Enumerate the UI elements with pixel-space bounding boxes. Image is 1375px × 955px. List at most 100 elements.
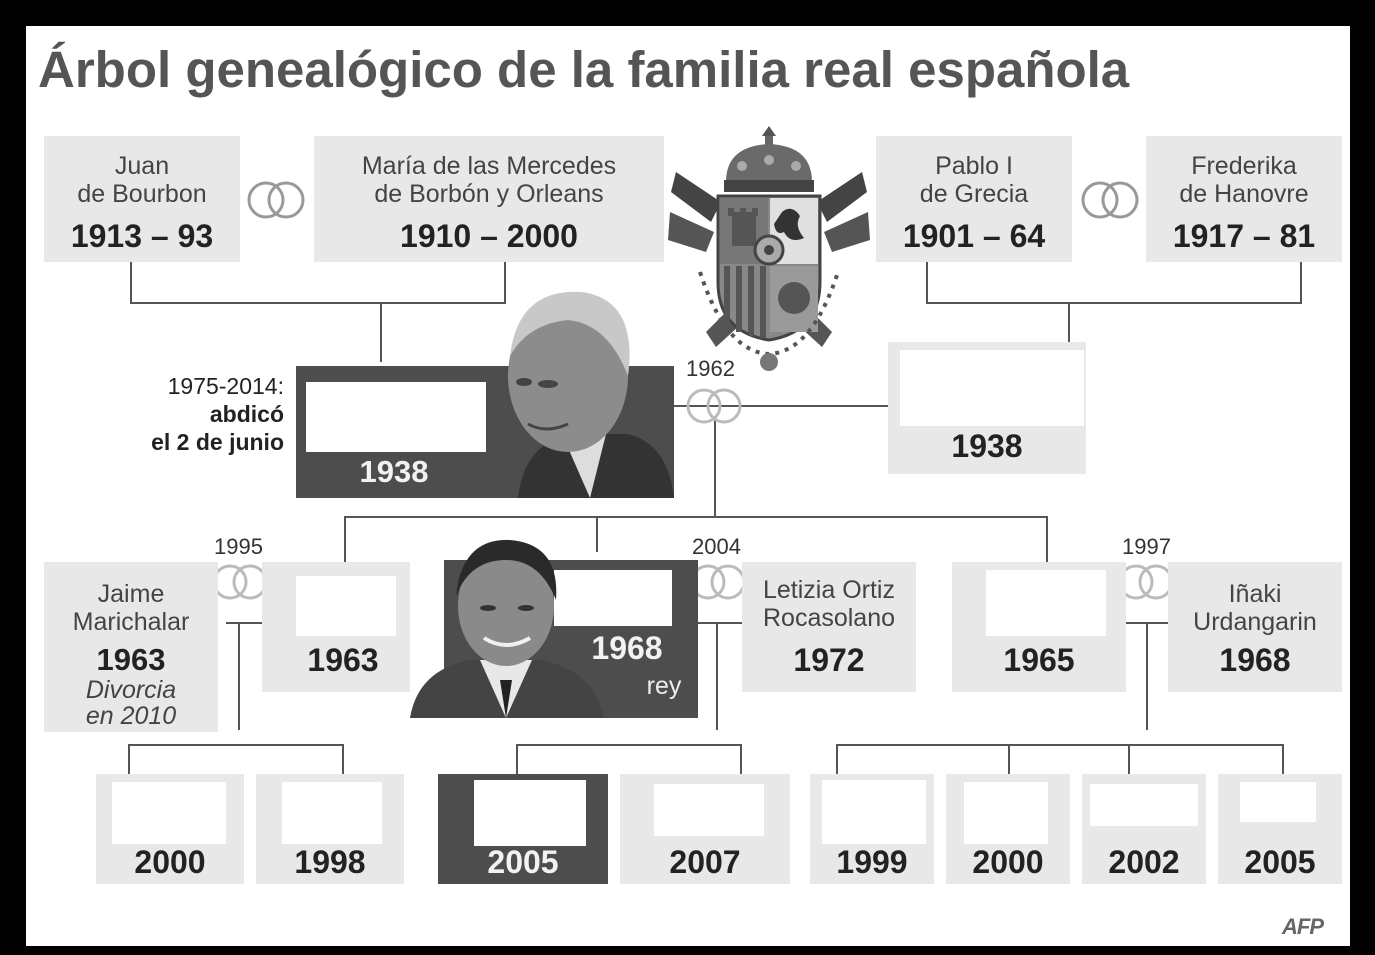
name-placeholder	[296, 576, 396, 636]
connector	[1046, 516, 1048, 562]
king-felipe-photo	[410, 539, 604, 718]
connector	[342, 744, 344, 774]
connector	[586, 405, 890, 407]
connector	[926, 258, 928, 304]
birth-year: 1998	[294, 844, 366, 880]
person-name: Urdangarin	[1193, 608, 1317, 636]
ancestor-name: Juan	[114, 152, 170, 180]
connector	[1008, 744, 1010, 774]
ancestor-box: Pablo I de Grecia 1901 – 64	[876, 136, 1072, 262]
ancestor-box: Frederika de Hanovre 1917 – 81	[1146, 136, 1342, 262]
birth-year: 1972	[793, 642, 865, 678]
marriage-year: 1997	[1122, 534, 1171, 559]
connector	[128, 744, 344, 746]
name-placeholder	[306, 382, 486, 452]
birth-year: 1965	[1003, 642, 1075, 678]
grandchild-box: 2000	[96, 774, 244, 884]
birth-year: 1999	[836, 844, 908, 880]
birth-year: 2002	[1108, 844, 1180, 880]
ancestor-name: de Grecia	[919, 180, 1029, 208]
connector	[226, 622, 262, 624]
grandchild-box: 2007	[620, 774, 790, 884]
coat-of-arms-icon	[668, 126, 870, 371]
reign-label: 1975-2014:	[167, 373, 284, 399]
ancestor-box: Juan de Bourbon 1913 – 93	[44, 136, 240, 262]
grandchild-box-highlighted: 2005	[438, 774, 608, 884]
person-name: Jaime	[97, 580, 165, 608]
birth-year: 1938	[359, 454, 429, 489]
ancestor-name: María de las Mercedes	[361, 152, 617, 180]
name-placeholder	[554, 570, 672, 626]
ancestor-name: de Bourbon	[77, 180, 207, 208]
connector	[596, 516, 598, 552]
frame: Árbol genealógico de la familia real esp…	[8, 8, 1367, 947]
jaime-marichalar-box: Jaime Marichalar 1963 Divorcia en 2010	[44, 562, 218, 732]
divorce-note: en 2010	[85, 702, 177, 730]
name-placeholder	[474, 780, 586, 846]
queen-sofia-box: 1938	[888, 342, 1086, 474]
birth-year: 2000	[134, 844, 206, 880]
abdication-label: abdicó	[209, 401, 284, 427]
ancestor-name: de Borbón y Orleans	[374, 180, 604, 208]
connector	[1300, 258, 1302, 304]
grandchild-box: 2002	[1082, 774, 1206, 884]
connector	[130, 258, 132, 304]
birth-year: 2005	[487, 844, 559, 880]
connector	[836, 744, 838, 774]
ancestor-name: Frederika	[1191, 152, 1297, 180]
wedding-rings-icon	[686, 388, 742, 424]
name-placeholder	[964, 782, 1048, 844]
birth-year: 1968	[591, 630, 663, 666]
letizia-ortiz-box: Letizia Ortiz Rocasolano 1972	[742, 562, 916, 692]
connector	[716, 622, 718, 730]
wedding-rings-icon	[247, 181, 305, 219]
person-name: Marichalar	[72, 608, 190, 636]
marriage-year: 2004	[692, 534, 741, 559]
birth-year: 1963	[307, 642, 379, 678]
connector	[238, 622, 240, 730]
ancestor-box: María de las Mercedes de Borbón y Orlean…	[314, 136, 664, 262]
grandchild-box: 1998	[256, 774, 404, 884]
connector	[740, 744, 742, 774]
person-name: Iñaki	[1228, 580, 1282, 608]
person-name: Rocasolano	[762, 604, 896, 632]
birth-year: 1938	[951, 428, 1023, 464]
name-placeholder	[1240, 782, 1316, 822]
birth-year: 2000	[972, 844, 1044, 880]
marriage-year: 1995	[214, 534, 263, 559]
connector	[836, 744, 1284, 746]
name-placeholder	[282, 782, 382, 844]
connector	[516, 744, 518, 774]
ancestor-years: 1901 – 64	[902, 218, 1046, 254]
connector	[516, 744, 742, 746]
ancestor-years: 1913 – 93	[70, 218, 214, 254]
ancestor-name: Pablo I	[935, 152, 1013, 180]
credit-logo: AFP	[1282, 914, 1324, 939]
birth-year: 2007	[669, 844, 741, 880]
connector	[1282, 744, 1284, 774]
marriage-year: 1962	[686, 356, 735, 381]
connector	[714, 416, 716, 518]
birth-year: 1968	[1219, 642, 1291, 678]
abdication-label: el 2 de junio	[151, 429, 284, 455]
connector	[344, 516, 346, 562]
grandchild-box: 2000	[946, 774, 1070, 884]
king-emeritus-photo	[508, 291, 674, 498]
person-name: Letizia Ortiz	[763, 576, 895, 604]
birth-year: 1963	[96, 642, 166, 677]
wedding-rings-icon	[1081, 181, 1139, 219]
infanta-cristina-box: 1965	[952, 562, 1126, 692]
name-placeholder	[1090, 784, 1198, 826]
family-tree-canvas: Árbol genealógico de la familia real esp…	[26, 26, 1350, 946]
name-placeholder	[654, 784, 764, 836]
name-placeholder	[986, 570, 1106, 636]
connector	[1146, 622, 1148, 730]
name-placeholder	[900, 350, 1084, 426]
role-label: rey	[646, 672, 682, 700]
divorce-note: Divorcia	[85, 676, 177, 704]
page-title: Árbol genealógico de la familia real esp…	[38, 41, 1130, 98]
ancestor-years: 1917 – 81	[1172, 218, 1316, 254]
inaki-urdangarin-box: Iñaki Urdangarin 1968	[1168, 562, 1342, 692]
infanta-elena-box: 1963	[262, 562, 410, 692]
name-placeholder	[822, 780, 926, 844]
